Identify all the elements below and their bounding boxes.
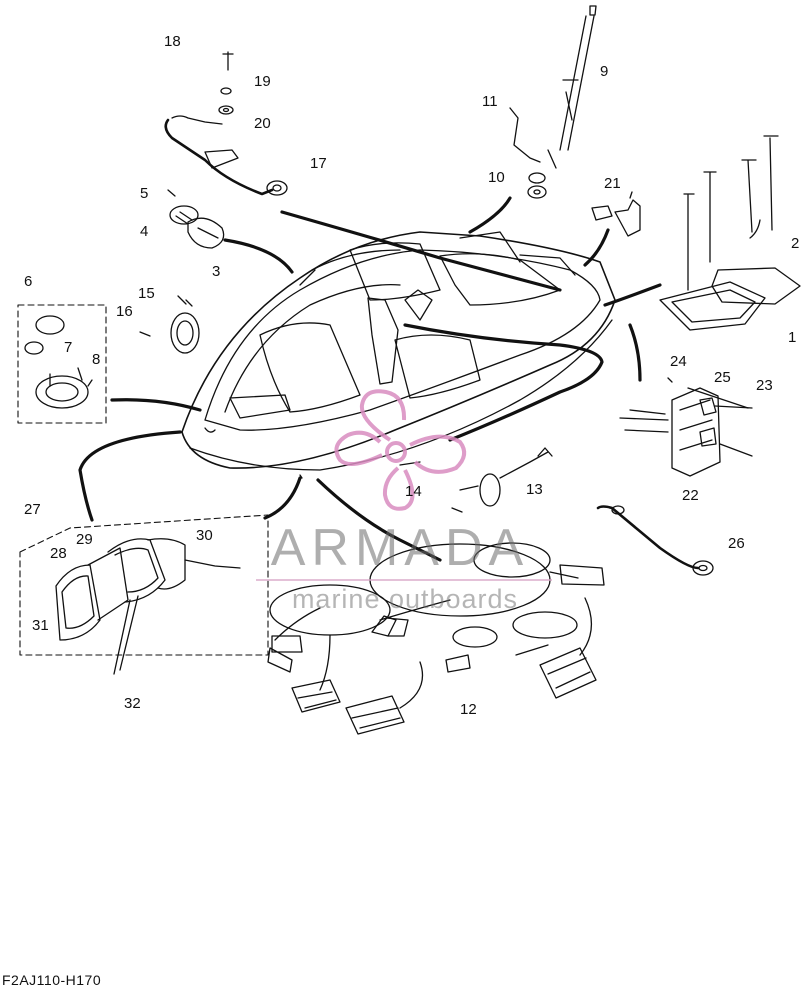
detail-box-6-8 xyxy=(17,304,107,424)
boat-hull xyxy=(181,231,616,479)
callout-22: 22 xyxy=(682,487,699,504)
screw-24-25 xyxy=(667,377,749,409)
callout-14: 14 xyxy=(405,483,422,500)
callout-11: 11 xyxy=(482,93,498,110)
switch-21 xyxy=(591,191,641,237)
cover-6-7-8 xyxy=(24,315,93,409)
watermark-tagline: marine outboards xyxy=(291,584,519,614)
routing-lines xyxy=(78,196,662,562)
washer-20 xyxy=(218,105,234,115)
callout-23: 23 xyxy=(756,377,773,394)
callout-21: 21 xyxy=(604,175,621,192)
callout-10: 10 xyxy=(488,169,505,186)
callout-7: 7 xyxy=(64,339,73,356)
callout-19: 19 xyxy=(254,73,271,90)
callout-26: 26 xyxy=(728,535,745,552)
callout-4: 4 xyxy=(140,223,149,240)
relay-box-22 xyxy=(619,387,753,477)
callout-1: 1 xyxy=(788,329,797,346)
watermark-rule xyxy=(256,579,552,581)
callout-31: 31 xyxy=(32,617,49,634)
callout-30: 30 xyxy=(196,527,213,544)
callout-8: 8 xyxy=(92,351,101,368)
lead-26 xyxy=(596,505,714,576)
callout-18: 18 xyxy=(164,33,181,50)
callout-6: 6 xyxy=(24,273,33,290)
callout-13: 13 xyxy=(526,481,543,498)
lead-17 xyxy=(164,115,288,196)
battery-tray-2 xyxy=(711,135,801,305)
callout-27: 27 xyxy=(24,501,41,518)
battery-box-1 xyxy=(659,171,766,331)
cable-11 xyxy=(509,107,541,163)
screw-16 xyxy=(139,331,151,337)
callout-3: 3 xyxy=(212,263,221,280)
antenna-9 xyxy=(547,5,597,169)
bolt-18 xyxy=(222,51,234,71)
nut-10 xyxy=(527,172,547,199)
watermark-brand: ARMADA xyxy=(270,519,530,577)
callout-17: 17 xyxy=(310,155,327,172)
wire-harness-12 xyxy=(267,542,605,735)
detail-box-27 xyxy=(19,514,269,656)
screw-14 xyxy=(451,485,479,513)
callout-32: 32 xyxy=(124,695,141,712)
callout-28: 28 xyxy=(50,545,67,562)
callout-2: 2 xyxy=(791,235,800,252)
vent-assembly-3-4-5 xyxy=(167,189,225,249)
nut-19 xyxy=(220,87,232,95)
connector-13 xyxy=(479,447,553,507)
watermark-logo xyxy=(334,389,467,511)
callout-9: 9 xyxy=(600,63,609,80)
callout-16: 16 xyxy=(116,303,133,320)
callout-20: 20 xyxy=(254,115,271,132)
callout-24: 24 xyxy=(670,353,687,370)
callout-12: 12 xyxy=(460,701,477,718)
speaker-15 xyxy=(170,295,200,354)
callout-15: 15 xyxy=(138,285,155,302)
callout-5: 5 xyxy=(140,185,149,202)
gauge-28-31 xyxy=(55,538,241,675)
callout-25: 25 xyxy=(714,369,731,386)
drawing-code: F2AJ110-H170 xyxy=(2,972,102,988)
callout-29: 29 xyxy=(76,531,93,548)
